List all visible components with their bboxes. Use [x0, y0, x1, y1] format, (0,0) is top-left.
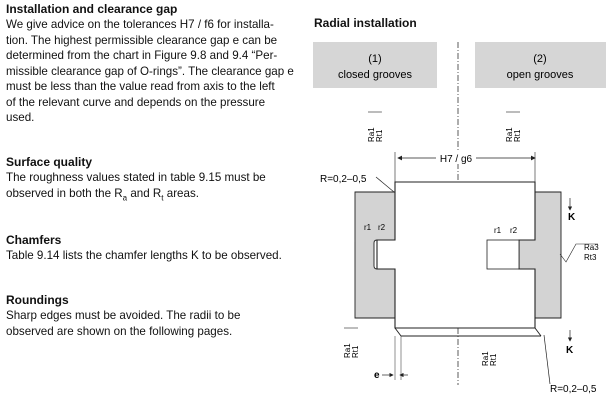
section-title: Surface quality	[6, 155, 93, 169]
paragraph-line: missible clearance gap of O-rings”. The …	[6, 64, 294, 78]
paragraph-line: We give advice on the tolerances H7 / f6…	[6, 18, 274, 31]
ra3-label: Ra3	[584, 243, 599, 252]
svg-text:Ra1: Ra1	[505, 127, 514, 142]
radius-label-bottom: R=0,2–0,5	[550, 384, 597, 395]
text-run: and R	[127, 186, 162, 200]
roughness-label-bottom-right: Ra1 Rt1	[481, 351, 498, 366]
chamfer-k-bottom: K	[566, 345, 574, 356]
roughness-label-bottom-left: Ra1 Rt1	[343, 343, 360, 358]
subscript-a: a	[122, 192, 128, 202]
section-roundings: Roundings Sharp edges must be avoided. T…	[6, 293, 298, 339]
box2-label: open grooves	[507, 69, 574, 81]
fit-label: H7 / g6	[440, 154, 473, 165]
paragraph-line: Sharp edges must be avoided. The radii t…	[6, 309, 241, 322]
section-chamfers: Chamfers Table 9.14 lists the chamfer le…	[6, 233, 298, 264]
subscript-t: t	[161, 192, 164, 202]
svg-text:Ra1: Ra1	[367, 127, 376, 142]
paragraph-line: determined from the chart in Figure 9.8 …	[6, 49, 278, 62]
header-box-closed	[313, 42, 437, 88]
r1-label-right: r1	[494, 226, 502, 235]
diagram-svg: (1) closed grooves (2) open grooves H7 /…	[313, 42, 606, 395]
text-run: observed in both the R	[6, 186, 123, 200]
r2-label-left: r2	[378, 223, 386, 232]
box1-label: closed grooves	[338, 69, 412, 81]
diagram-title: Radial installation	[314, 16, 417, 30]
paragraph-line: tion. The highest permissible clearance …	[6, 33, 278, 47]
paragraph-line: observed in both the Ra and Rt areas.	[6, 186, 298, 206]
radius-label-top: R=0,2–0,5	[320, 174, 367, 185]
paragraph-line: observed are shown on the following page…	[6, 324, 233, 338]
rt3-label: Rt3	[584, 253, 597, 262]
chamfer-k-top: K	[568, 212, 576, 223]
section-title: Installation and clearance gap	[6, 2, 178, 16]
paragraph-line: The roughness values stated in table 9.1…	[6, 171, 266, 184]
svg-text:Rt1: Rt1	[351, 345, 360, 358]
section-title: Chamfers	[6, 233, 62, 247]
paragraph-line: of the relevant curve and depends on the…	[6, 95, 266, 109]
svg-text:Rt1: Rt1	[489, 353, 498, 366]
text-run: areas.	[163, 186, 199, 200]
section-surface: Surface quality The roughness values sta…	[6, 155, 298, 205]
svg-text:Ra1: Ra1	[481, 351, 490, 366]
paragraph-line: Table 9.14 lists the chamfer lengths K t…	[6, 249, 282, 262]
header-box-open	[475, 42, 606, 88]
r1-label-left: r1	[364, 223, 372, 232]
paragraph-line: used.	[6, 111, 35, 124]
roughness-label-top-right: Ra1 Rt1	[505, 127, 522, 142]
open-groove	[486, 239, 520, 270]
roughness-label-top-left: Ra1 Rt1	[367, 127, 384, 142]
svg-text:Rt1: Rt1	[513, 129, 522, 142]
svg-text:Ra1: Ra1	[343, 343, 352, 358]
section-title: Roundings	[6, 293, 69, 307]
gap-e-label: e	[374, 370, 380, 381]
paragraph-line: must be less than the value read from ax…	[6, 80, 275, 93]
r2-label-right: r2	[510, 226, 518, 235]
section-installation: Installation and clearance gap We give a…	[6, 2, 298, 126]
box2-number: (2)	[533, 53, 546, 65]
box1-number: (1)	[368, 53, 381, 65]
svg-text:Rt1: Rt1	[375, 129, 384, 142]
radial-installation-diagram: (1) closed grooves (2) open grooves H7 /…	[298, 40, 616, 416]
